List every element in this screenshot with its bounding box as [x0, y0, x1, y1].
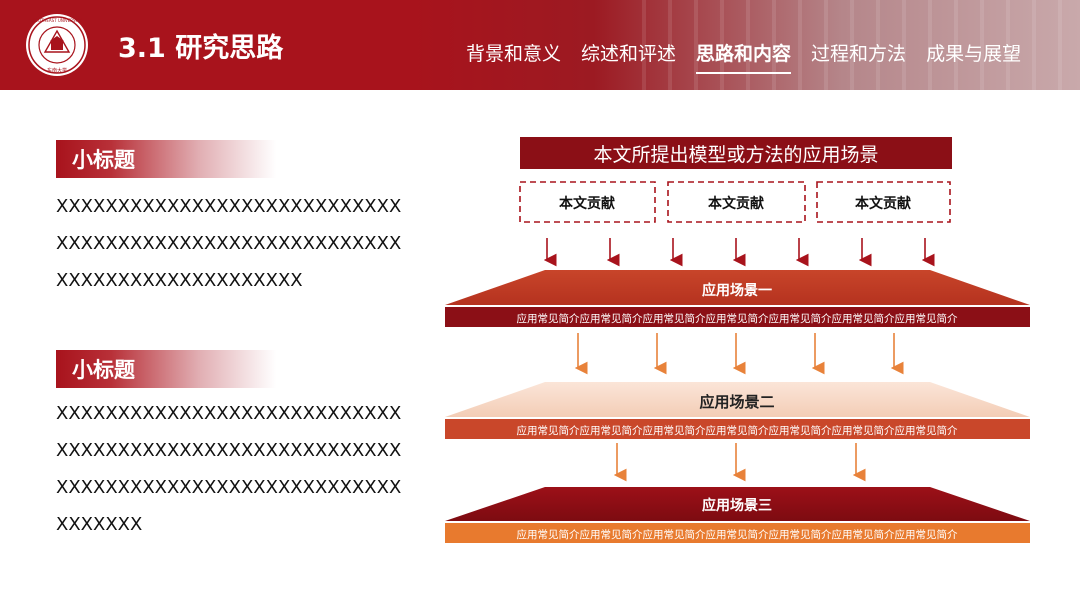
- contribution-label-2: 本文贡献: [708, 195, 764, 212]
- scene-1: 应用场景一 应用常见简介应用常见简介应用常见简介应用常见简介应用常见简介应用常见…: [445, 270, 1030, 327]
- contribution-box-2: 本文贡献: [668, 182, 805, 222]
- scene-1-intro: 应用常见简介应用常见简介应用常见简介应用常见简介应用常见简介应用常见简介应用常见…: [517, 312, 958, 325]
- scene-3-intro: 应用常见简介应用常见简介应用常见简介应用常见简介应用常见简介应用常见简介应用常见…: [517, 528, 958, 541]
- scene-3: 应用场景三 应用常见简介应用常见简介应用常见简介应用常见简介应用常见简介应用常见…: [445, 487, 1030, 543]
- scene-2-intro: 应用常见简介应用常见简介应用常见简介应用常见简介应用常见简介应用常见简介应用常见…: [517, 424, 958, 437]
- contribution-box-3: 本文贡献: [817, 182, 950, 222]
- scene-3-name: 应用场景三: [702, 497, 772, 514]
- contribution-label-1: 本文贡献: [559, 195, 615, 212]
- scene-2: 应用场景二 应用常见简介应用常见简介应用常见简介应用常见简介应用常见简介应用常见…: [445, 382, 1030, 439]
- contribution-label-3: 本文贡献: [855, 195, 911, 212]
- diagram-title: 本文所提出模型或方法的应用场景: [593, 144, 878, 166]
- arrows-contributions-to-scene1: [547, 238, 925, 260]
- arrows-scene2-to-scene3: [617, 443, 856, 475]
- scene-2-name: 应用场景二: [699, 393, 774, 411]
- scene-1-name: 应用场景一: [702, 282, 772, 299]
- arrows-scene1-to-scene2: [578, 333, 894, 368]
- contribution-box-1: 本文贡献: [520, 182, 655, 222]
